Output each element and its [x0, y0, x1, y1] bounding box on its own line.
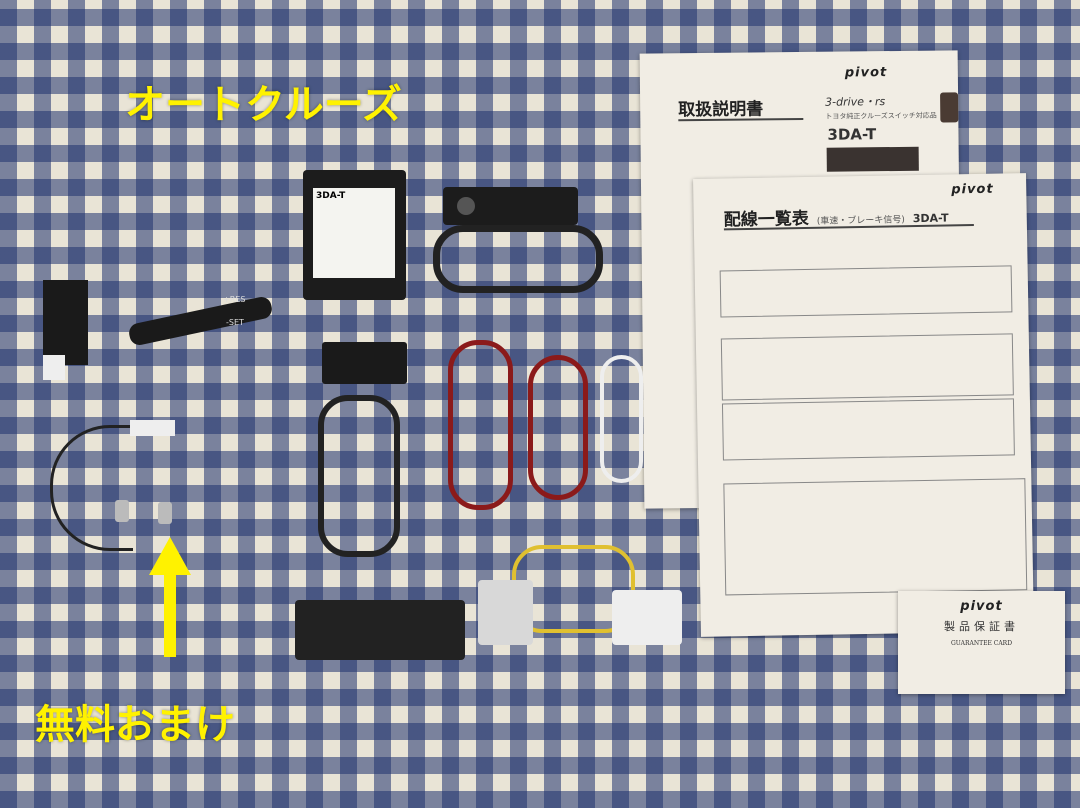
- screw: [158, 502, 172, 524]
- side-tab: [940, 92, 959, 123]
- brake-switch-diagram: [723, 478, 1028, 596]
- controller-cable: [433, 225, 603, 293]
- red-black-wire: [528, 355, 588, 500]
- manual-series: 3-drive・rs: [825, 95, 886, 109]
- overlay-title: オートクルーズ: [125, 82, 402, 128]
- ecu-label: 3DA-T: [313, 188, 395, 278]
- manual-subtitle: トヨタ純正クルーズスイッチ対応品: [825, 111, 937, 121]
- manual-heading: 取扱説明書: [678, 99, 764, 121]
- red-black-wire: [448, 340, 513, 510]
- cruise-control-stalk: +RES -SET: [28, 270, 274, 385]
- brake-switch-connector: [612, 590, 682, 645]
- manual-brand-logo: pivot: [844, 65, 888, 81]
- arrow-up-icon: [149, 537, 191, 657]
- mounting-bracket: [322, 342, 407, 384]
- guarantee-card: pivot 製品保証書 GUARANTEE CARD: [898, 591, 1065, 694]
- spade-terminals: [478, 580, 533, 645]
- manual-model: 3DA-T: [827, 125, 877, 144]
- cruise-controller: [443, 187, 578, 225]
- white-wire: [600, 355, 643, 483]
- main-harness: [318, 395, 400, 557]
- dial-icon: [457, 197, 475, 215]
- wiring-brand-logo: pivot: [951, 181, 994, 198]
- divider: [678, 117, 804, 122]
- connector-diagram: [720, 333, 1014, 401]
- wiring-model: 3DA-T: [912, 211, 949, 226]
- controller-image: [826, 146, 919, 172]
- stalk-base: [43, 280, 88, 365]
- set-label: -SET: [226, 318, 244, 327]
- res-label: +RES: [223, 295, 246, 304]
- card-title-en: GUARANTEE CARD: [950, 640, 1013, 647]
- harness-connectors: [295, 600, 465, 660]
- stalk-connector: [43, 355, 65, 380]
- connector-detail: [721, 398, 1015, 461]
- ecu-box: 3DA-T: [303, 170, 406, 300]
- overlay-bonus-label: 無料おまけ: [35, 702, 235, 748]
- bonus-connector: [130, 420, 175, 436]
- screw: [115, 500, 129, 522]
- ecu-model: 3DA-T: [316, 191, 346, 201]
- wiring-sheet: pivot 配線一覧表 (車速・ブレーキ信号) 3DA-T: [693, 173, 1034, 637]
- stalk-lever: [127, 295, 274, 347]
- bonus-wire: [50, 425, 133, 551]
- warning-box: [719, 265, 1013, 318]
- card-brand-logo: pivot: [960, 599, 1003, 614]
- card-title-jp: 製品保証書: [944, 620, 1019, 633]
